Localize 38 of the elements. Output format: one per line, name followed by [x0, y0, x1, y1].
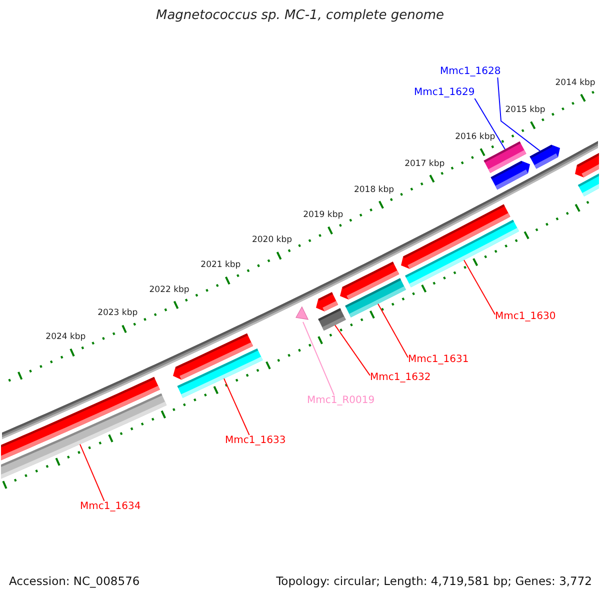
tick-label: 2014 kbp: [555, 79, 596, 89]
gene-label: Mmc1_1631: [408, 354, 469, 366]
leader-line: [378, 303, 408, 358]
leader-line: [474, 98, 506, 150]
gene-label: Mmc1_1628: [440, 66, 501, 78]
footer-text: Accession: NC_008576: [9, 575, 140, 588]
tick-label: 2016 kbp: [455, 133, 496, 143]
tick-label: 2017 kbp: [404, 160, 445, 170]
gene-label: Mmc1_1632: [370, 372, 431, 384]
leader-line: [302, 321, 335, 396]
tick-label: 2015 kbp: [505, 106, 546, 116]
gene-label: Mmc1_1633: [225, 435, 286, 446]
gene-feature: [484, 141, 530, 190]
gene-feature: [1, 376, 167, 479]
gene-feature: [316, 292, 346, 331]
gene-feature: [173, 333, 263, 398]
gene-label: Mmc1_1629: [414, 87, 475, 98]
tick-label: 2024 kbp: [46, 333, 86, 343]
leader-line: [497, 77, 540, 152]
gene-label: Mmc1_1634: [80, 501, 141, 512]
gene-feature: [401, 204, 520, 288]
leader-line: [80, 444, 105, 502]
title: Magnetococcus sp. MC-1, complete genome: [156, 9, 444, 24]
gene-label: Mmc1_1630: [495, 311, 556, 322]
gene-feature: [296, 306, 309, 320]
gene-label: Mmc1_R0019: [307, 395, 375, 406]
tick-label: 2019 kbp: [303, 211, 344, 221]
tick-label: 2021 kbp: [200, 261, 241, 271]
tick-label: 2023 kbp: [98, 310, 138, 320]
gene-feature: [530, 144, 560, 169]
tick-label: 2022 kbp: [149, 286, 190, 296]
tick-label: 2018 kbp: [354, 186, 394, 196]
footer-text: Topology: circular; Length: 4,719,581 bp; Genes: 3,772: [276, 575, 592, 588]
leader-line: [334, 324, 370, 376]
gene-feature: [340, 262, 406, 318]
tick-label: 2020 kbp: [252, 236, 292, 246]
leader-line: [224, 378, 250, 436]
leader-line: [464, 260, 496, 315]
